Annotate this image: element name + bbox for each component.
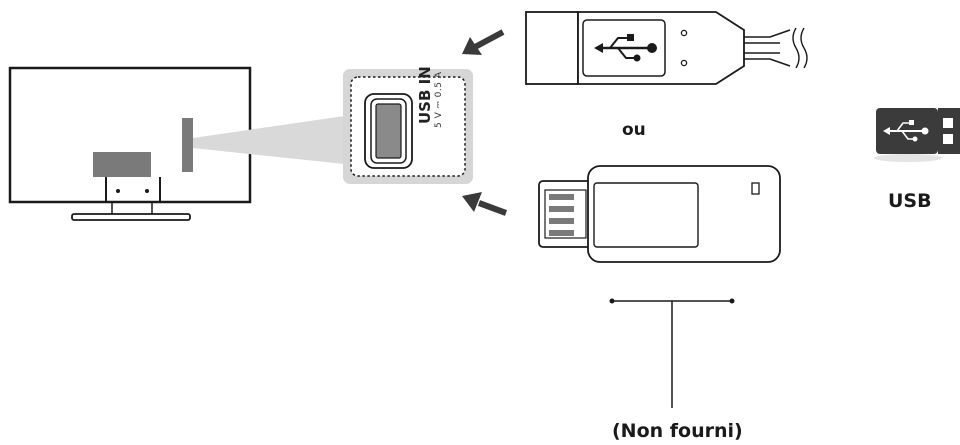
usb-trident-icon <box>883 120 929 142</box>
port-label-group: USB IN 5 V ⎓ 0.5 A <box>416 20 444 130</box>
usb-in-label: USB IN <box>416 66 434 124</box>
usb-stick-icon <box>874 108 960 162</box>
tv-usb-area <box>182 118 193 172</box>
arrow-icon <box>462 192 508 216</box>
not-supplied-bracket <box>609 298 735 408</box>
usb-trident-icon <box>594 34 657 62</box>
or-label: ou <box>622 120 646 140</box>
not-supplied-label: (Non fourni) <box>612 420 743 442</box>
tv-illustration <box>8 66 252 221</box>
usb-port-socket <box>375 103 402 159</box>
power-rating-label: 5 V ⎓ 0.5 A <box>434 71 444 128</box>
usb-cable-plug <box>525 11 808 85</box>
usb-label: USB <box>888 190 932 212</box>
arrow-icon <box>462 29 505 55</box>
usb-port-panel <box>343 69 473 184</box>
tv-stand-mount <box>93 152 151 177</box>
zoom-wedge <box>193 116 344 164</box>
usb-flash-drive <box>538 165 781 263</box>
